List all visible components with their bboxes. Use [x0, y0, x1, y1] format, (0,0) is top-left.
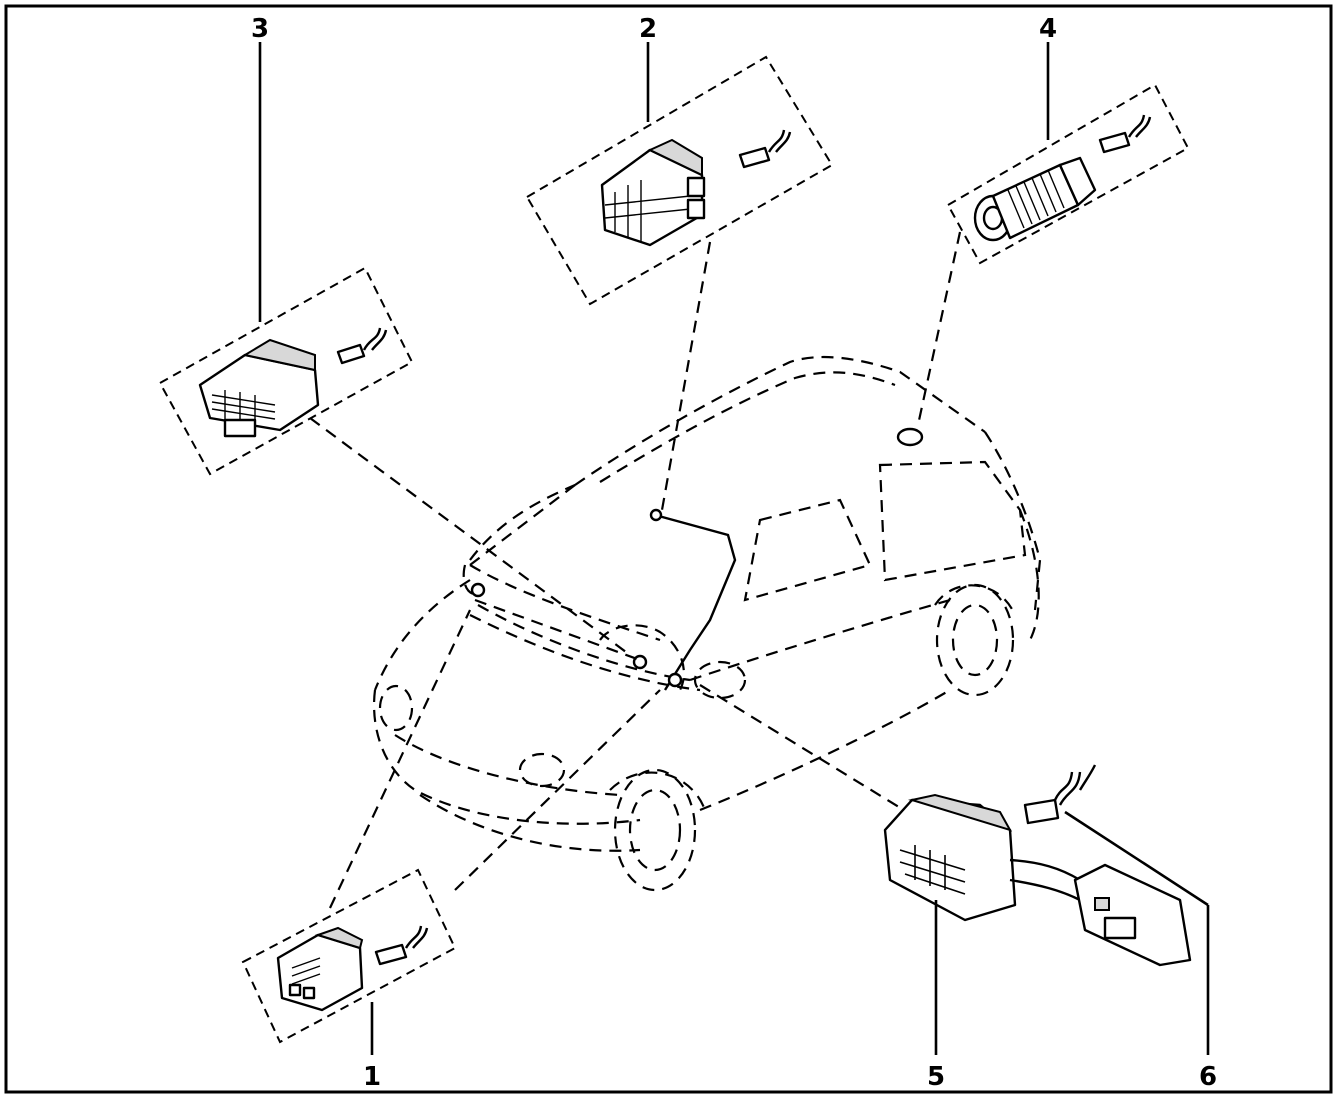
vehicle-rear-edge	[1018, 509, 1040, 641]
vehicle-hood-edge	[469, 614, 701, 692]
part-5-group	[883, 793, 1192, 1055]
vehicle-belt-line	[689, 598, 951, 682]
leader-2	[660, 241, 712, 511]
harness-connector-center	[632, 654, 648, 670]
vehicle-mirror	[462, 564, 483, 596]
part-1-contact	[374, 925, 429, 966]
vehicle-a-pillar	[469, 483, 576, 561]
vehicle-steering-area	[693, 660, 747, 700]
vehicle-roof-line	[574, 355, 986, 486]
part-1-housing	[276, 933, 364, 1012]
wiring-harness	[654, 513, 737, 691]
part-3-connector	[198, 338, 320, 438]
callout-6: 6	[1199, 1062, 1217, 1092]
vehicle-front-bumper	[373, 689, 641, 825]
vehicle-roof-inner	[599, 371, 896, 483]
callout-3: 3	[251, 14, 269, 44]
harness-connector-top	[649, 508, 663, 522]
vehicle-headlight-left	[378, 684, 414, 732]
part-1-callout-box	[241, 868, 457, 1044]
leader-1a	[329, 609, 471, 909]
callout-2: 2	[639, 14, 657, 44]
vehicle-front-wheel	[613, 768, 697, 892]
vehicle-rear-arch	[934, 584, 1017, 616]
vehicle-outline	[373, 355, 1042, 892]
part-4-group	[946, 42, 1190, 265]
vehicle-sill-line	[699, 689, 951, 812]
part-2-group	[525, 42, 834, 306]
roof-antenna-base	[896, 427, 924, 447]
part-6-crimp-wings	[1053, 764, 1097, 806]
leader-5	[699, 684, 921, 821]
vehicle-front-wheel-hub	[628, 788, 682, 872]
harness-connector-left	[470, 582, 486, 598]
part-3-callout-box	[158, 266, 414, 476]
part-3-group	[158, 42, 414, 476]
harness-connector-right	[667, 672, 683, 688]
vehicle-fog-light	[518, 752, 566, 788]
callout-1: 1	[363, 1062, 381, 1092]
part-1-connector	[276, 926, 364, 1012]
vehicle-dash-area	[599, 624, 685, 691]
vehicle-front-grille	[394, 734, 621, 797]
vehicle-windshield	[469, 484, 661, 642]
part-3-top-latch	[242, 338, 316, 372]
vehicle-rear-wheel-hub	[951, 603, 999, 677]
vehicle-hood-left	[373, 579, 471, 691]
part-4-callout-box	[946, 83, 1190, 265]
part-1-group	[241, 868, 457, 1055]
part-2-contact	[738, 129, 792, 169]
vehicle-rear-pillar	[984, 431, 1042, 611]
vehicle-hood-crease	[477, 604, 691, 682]
vehicle-rear-wheel	[935, 583, 1015, 697]
leader-lines	[309, 231, 962, 909]
leader-3	[309, 417, 631, 656]
leader-4	[916, 231, 962, 426]
callout-5: 5	[927, 1062, 945, 1092]
vehicle-lower-valance	[419, 794, 641, 852]
part-5-cable	[1009, 858, 1081, 902]
part-4-contact	[1098, 114, 1152, 154]
part-3-contact	[336, 327, 388, 365]
diagram-frame	[4, 4, 1333, 1094]
vehicle-front-arch	[609, 771, 707, 811]
leader-inner	[474, 598, 641, 662]
part-2-top-rib	[647, 138, 703, 177]
leader-1b	[454, 689, 661, 891]
part-2-connector	[600, 138, 706, 247]
part-5-holder	[1073, 863, 1192, 967]
part-4-connector	[973, 156, 1097, 242]
callout-4: 4	[1039, 14, 1057, 44]
part-6-leader-diag	[1064, 810, 1209, 907]
part-3-foot	[223, 418, 257, 438]
vehicle-side-window	[743, 498, 872, 602]
part-2-callout-box	[525, 55, 834, 306]
vehicle-rear-window	[878, 460, 1027, 582]
part-6-group	[1023, 764, 1210, 1055]
part-6-contact-body	[1023, 798, 1060, 825]
